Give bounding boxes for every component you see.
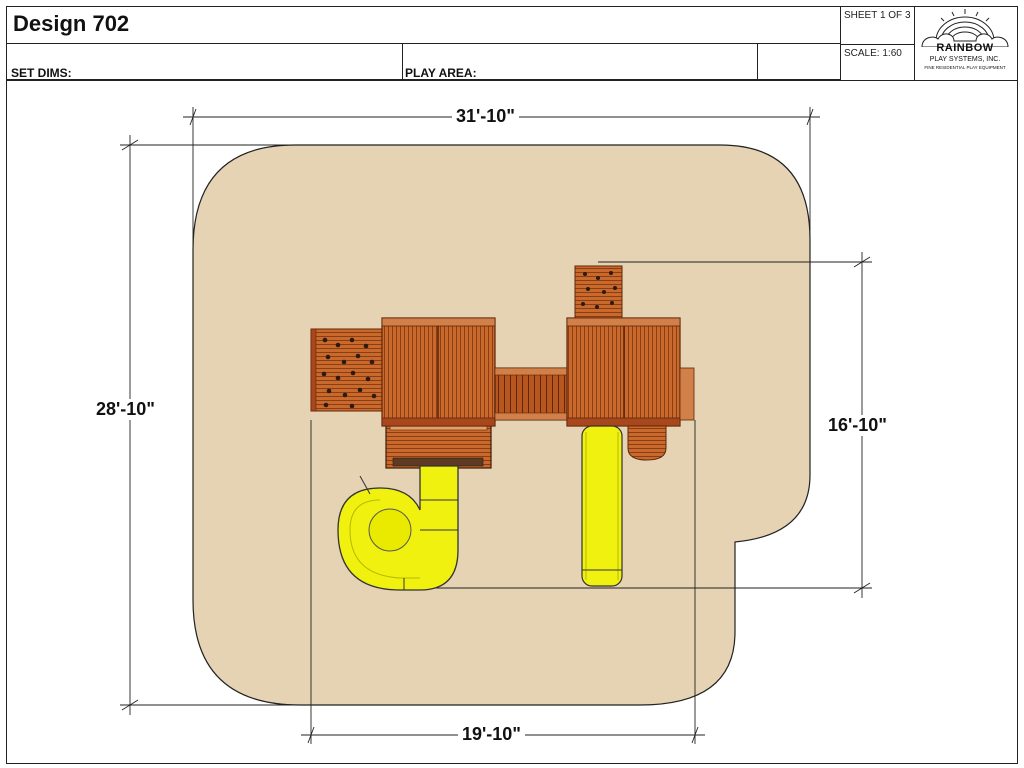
sheet-number: SHEET 1 OF 3	[844, 10, 911, 21]
left-tower	[381, 317, 496, 469]
rainbow-logo: RAINBOW PLAY SYSTEMS, INC. FINE RESIDENT…	[914, 7, 1016, 80]
bridge	[494, 367, 568, 421]
set-depth-dimension: 16'-10"	[824, 415, 891, 436]
divider-line	[840, 44, 914, 45]
rainbow-arc-icon	[921, 9, 1009, 48]
logo-company: PLAY SYSTEMS, INC.	[929, 56, 1001, 63]
play-area-width-dimension: 31'-10"	[452, 106, 519, 127]
logo-brand: RAINBOW	[936, 42, 994, 54]
play-area-surface	[192, 144, 811, 706]
divider-line	[840, 7, 841, 80]
drawing-sheet: Design 702 SET DIMS: PLAY AREA:	[6, 6, 1018, 764]
divider-line	[914, 7, 915, 80]
scale-label: SCALE: 1:60	[844, 48, 902, 59]
play-area-label: PLAY AREA:	[405, 66, 477, 80]
title-block-bottom-line	[7, 80, 1017, 81]
title-row: Design 702	[7, 7, 840, 44]
right-tower	[566, 265, 695, 461]
tube-slide	[337, 465, 459, 591]
play-area-depth-dimension: 28'-10"	[92, 399, 159, 420]
set-width-dimension: 19'-10"	[458, 724, 525, 745]
divider-line	[402, 44, 403, 80]
set-dims-label: SET DIMS:	[11, 66, 72, 80]
divider-line	[757, 44, 758, 80]
straight-slide	[581, 425, 623, 587]
design-title: Design 702	[13, 11, 130, 36]
logo-tagline: FINE RESIDENTIAL PLAY EQUIPMENT	[924, 65, 1006, 70]
dims-row: SET DIMS: PLAY AREA:	[7, 44, 840, 80]
rock-wall-ladder	[310, 328, 383, 412]
